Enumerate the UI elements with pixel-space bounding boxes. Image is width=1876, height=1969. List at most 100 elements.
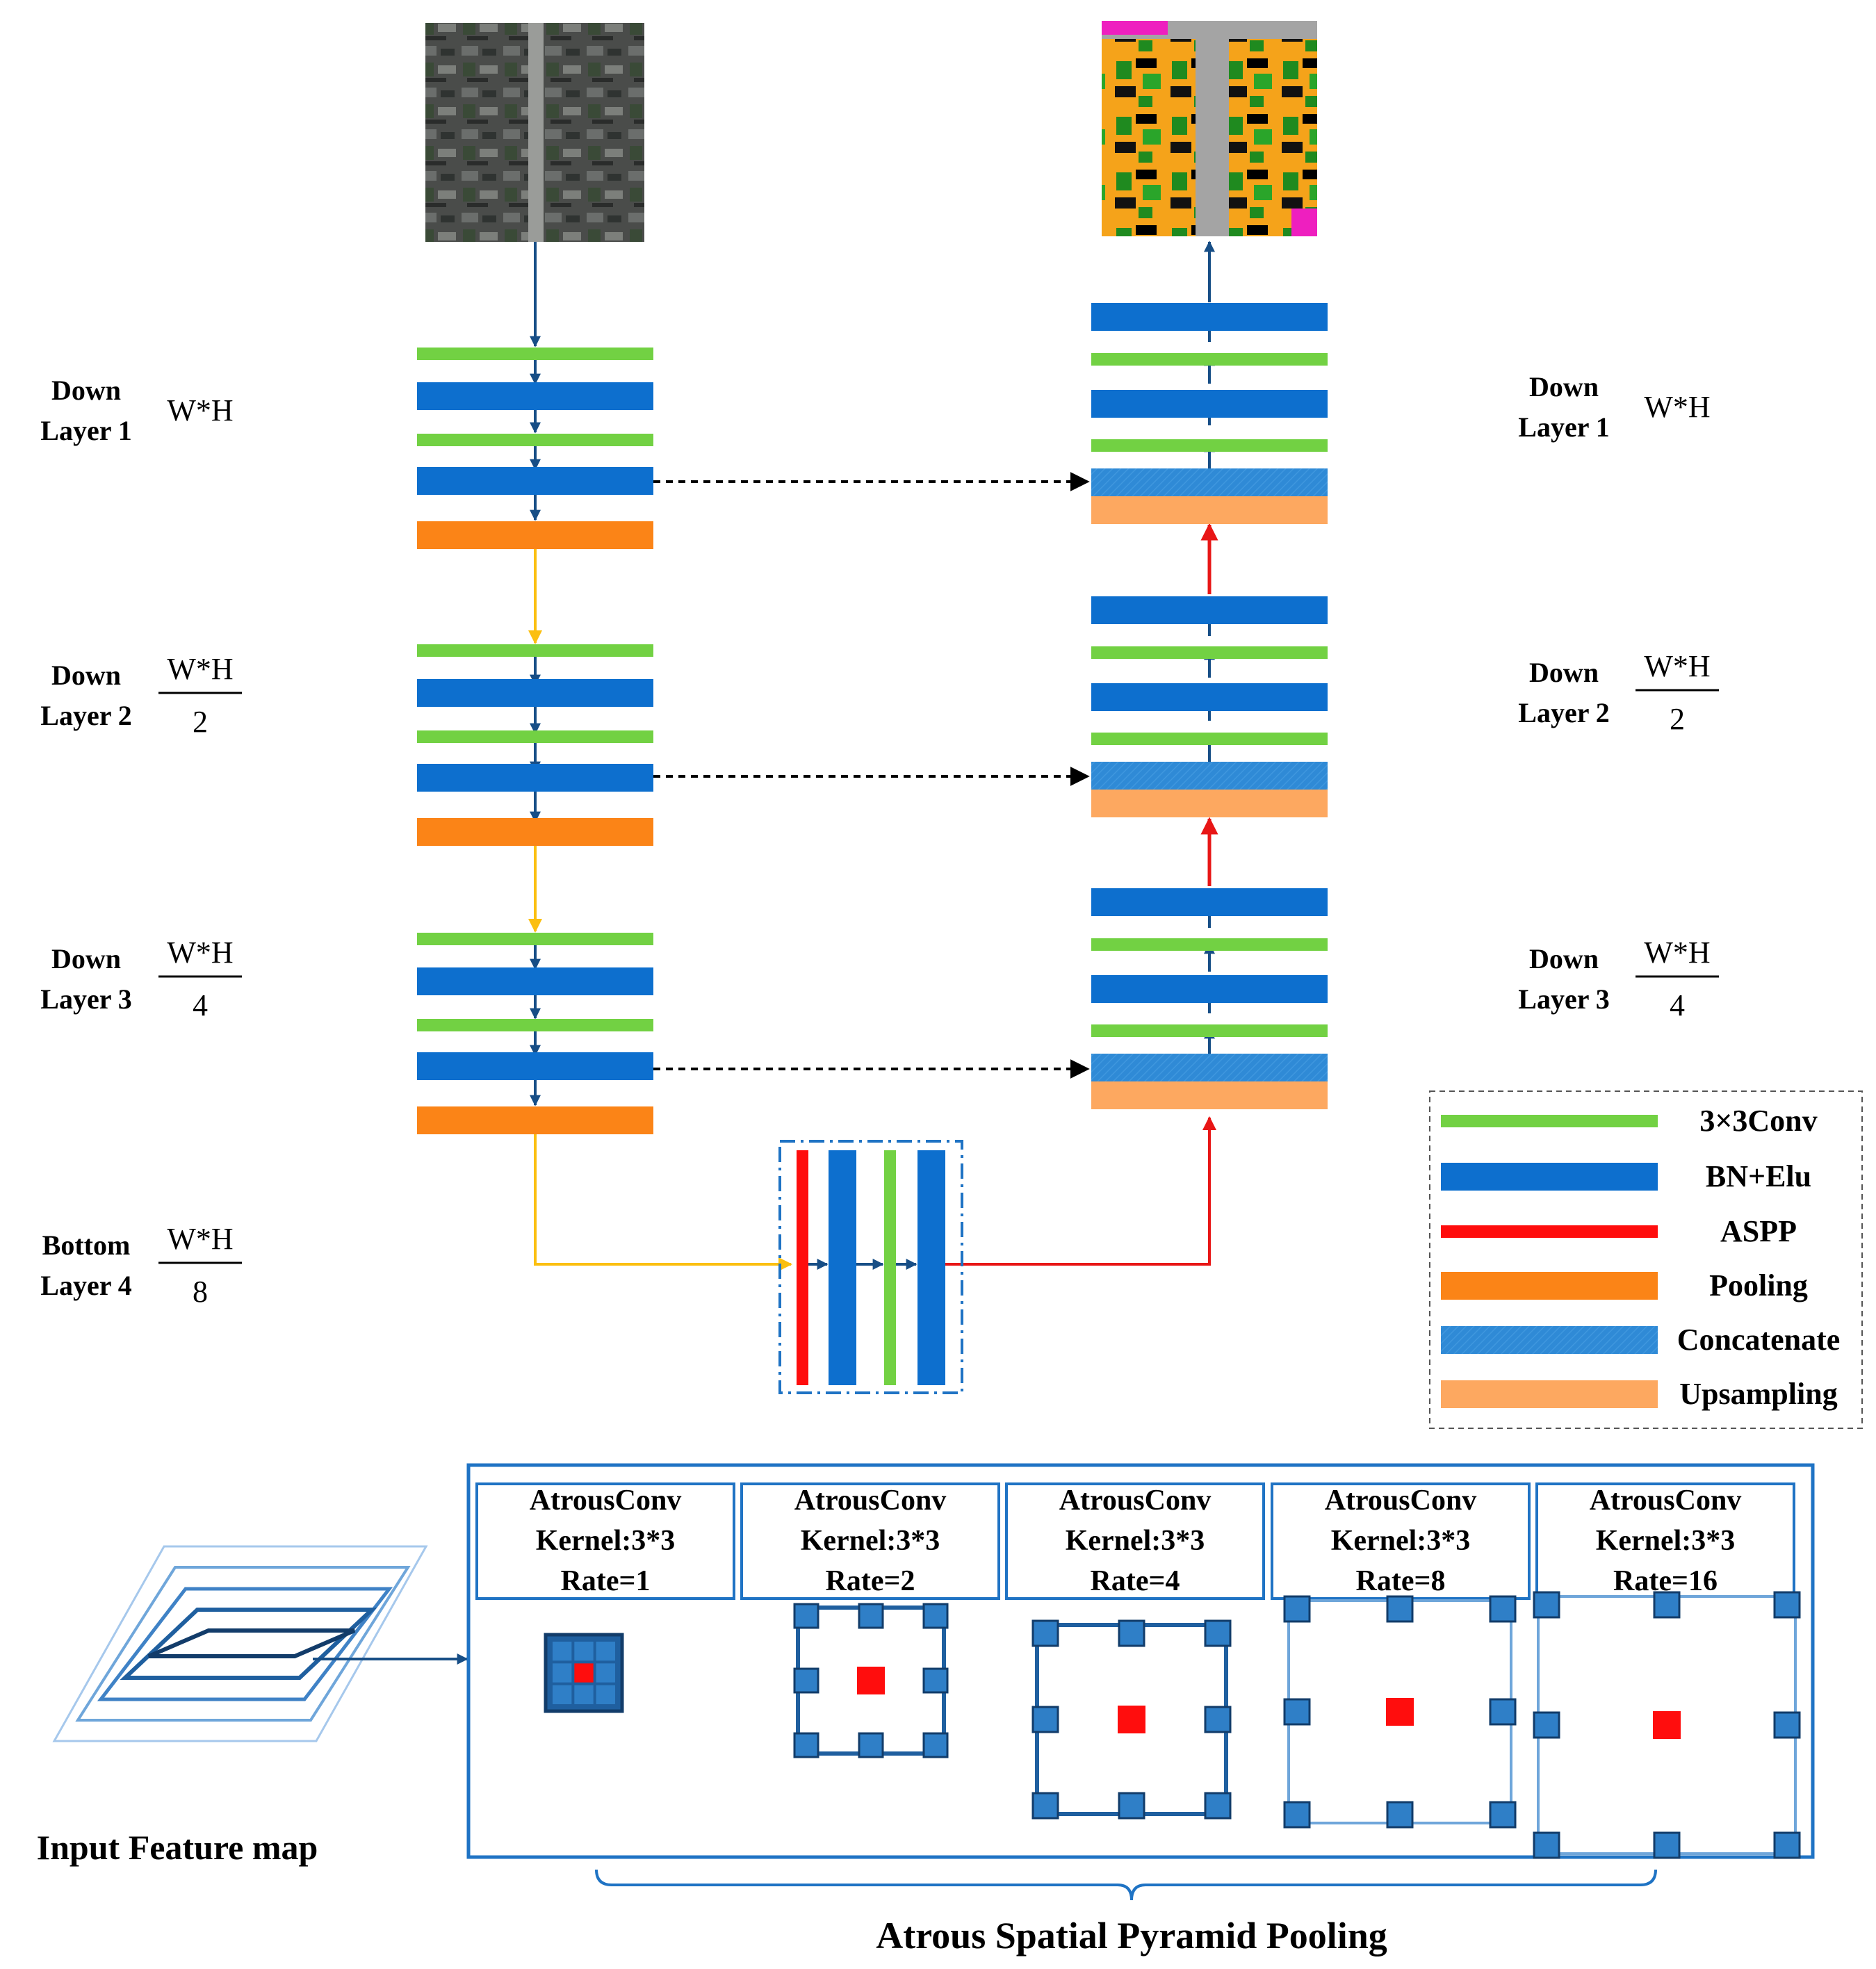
kernel-tap (553, 1663, 572, 1683)
layer-size-numerator: W*H (167, 652, 233, 686)
road-strip (528, 23, 544, 242)
clutter-patch (1291, 209, 1317, 236)
kernel-tap (793, 1732, 819, 1758)
layer-size-numerator: W*H (167, 936, 233, 970)
kernel-tap (596, 1685, 615, 1704)
feature-map-layer (52, 1545, 428, 1742)
legend-label-bn: BN+Elu (1706, 1159, 1811, 1193)
layer-size-numerator: W*H (1644, 649, 1710, 683)
atrous-conv-title: AtrousConv (1590, 1485, 1742, 1517)
kernel-tap (1204, 1706, 1232, 1733)
legend-frame (1429, 1090, 1863, 1429)
pooling-bar (417, 818, 653, 846)
conv-bar (417, 348, 653, 360)
kernel-tap (1386, 1595, 1414, 1623)
bn-elu-bar (417, 679, 653, 707)
kernel-center (857, 1667, 885, 1694)
conv-bar (417, 933, 653, 945)
bn-elu-bar (917, 1150, 945, 1385)
bn-elu-bar (1091, 888, 1328, 916)
bottom-block-frame (778, 1140, 963, 1394)
legend-label-pooling: Pooling (1709, 1268, 1808, 1302)
aspp-label: Atrous Spatial Pyramid Pooling (876, 1915, 1387, 1956)
layer-label-line2: Layer 4 (40, 1270, 131, 1301)
pooling-bar (417, 1106, 653, 1134)
legend-swatch-aspp (1441, 1225, 1658, 1238)
kernel-center (1118, 1706, 1145, 1733)
atrous-conv-cell (1271, 1482, 1531, 1600)
atrous-conv-rate: Rate=2 (826, 1565, 915, 1597)
kernel-tap (1118, 1792, 1145, 1820)
kernel-tap (793, 1603, 819, 1629)
kernel-tap (1533, 1591, 1560, 1619)
kernel-tap (1653, 1831, 1681, 1859)
conv-bar (1091, 938, 1328, 951)
bn-elu-bar (417, 467, 653, 495)
kernel-tap (1283, 1595, 1311, 1623)
legend-swatch-concat (1441, 1326, 1658, 1354)
atrous-conv-cell (1005, 1482, 1265, 1600)
upsampling-bar (1091, 790, 1328, 817)
atrous-conv-rate: Rate=1 (561, 1565, 651, 1597)
atrous-conv-kernel: Kernel:3*3 (536, 1525, 676, 1557)
bn-elu-bar (1091, 683, 1328, 711)
atrous-conv-kernel: Kernel:3*3 (1331, 1525, 1471, 1557)
atrous-conv-title: AtrousConv (794, 1485, 947, 1517)
legend-swatch-upsampling (1441, 1380, 1658, 1408)
kernel-center (1653, 1711, 1681, 1739)
kernel-tap (1773, 1831, 1801, 1859)
kernel-center (1386, 1698, 1414, 1726)
conv-bar (1091, 646, 1328, 659)
layer-label-line1: Down (1529, 657, 1599, 688)
kernel-tap (793, 1667, 819, 1694)
layer-size: W*H (167, 393, 233, 427)
atrous-conv-kernel: Kernel:3*3 (1596, 1525, 1736, 1557)
kernel-tap (1118, 1619, 1145, 1647)
conv-bar (1091, 439, 1328, 452)
conv-bar (417, 730, 653, 743)
kernel-tap (1031, 1619, 1059, 1647)
bn-elu-bar (1091, 390, 1328, 418)
bn-elu-bar (417, 967, 653, 995)
layer-label-line1: Down (51, 375, 121, 406)
to-bottom-arrow (534, 1129, 792, 1271)
kernel-tap (1773, 1711, 1801, 1739)
conv-bar (1091, 733, 1328, 745)
layer-size: W*H (1644, 390, 1710, 424)
atrous-conv-title: AtrousConv (1325, 1485, 1477, 1517)
bn-elu-bar (417, 764, 653, 792)
bn-elu-bar (1091, 596, 1328, 624)
upsampling-bar (1091, 1081, 1328, 1109)
kernel-tap (553, 1642, 572, 1661)
legend-label-concat: Concatenate (1677, 1323, 1841, 1357)
atrous-conv-cell (740, 1482, 1000, 1600)
conv-bar (417, 434, 653, 446)
kernel-tap (1031, 1706, 1059, 1733)
kernel-tap (1283, 1698, 1311, 1726)
kernel-tap (858, 1603, 884, 1629)
bn-elu-bar (1091, 303, 1328, 331)
kernel-tap (596, 1642, 615, 1661)
concatenate-bar (1091, 468, 1328, 496)
kernel-tap (922, 1603, 949, 1629)
feature-map-layer (75, 1566, 411, 1722)
aspp-panel-frame (466, 1463, 1815, 1859)
pooling-bar (417, 521, 653, 549)
bn-elu-bar (829, 1150, 856, 1385)
legend-label-conv: 3×3Conv (1699, 1104, 1817, 1138)
clutter-patch (1102, 21, 1168, 35)
kernel-tap (574, 1642, 594, 1661)
atrous-conv-rate: Rate=8 (1356, 1565, 1446, 1597)
layer-label-line2: Layer 2 (1518, 697, 1609, 728)
concatenate-bar (1091, 1054, 1328, 1081)
kernel-tap (1489, 1801, 1517, 1829)
kernel-tap (1031, 1792, 1059, 1820)
kernel-tap (1533, 1711, 1560, 1739)
layer-size-denominator: 4 (193, 988, 208, 1022)
aspp-bar (797, 1150, 808, 1385)
kernel-tap (1386, 1801, 1414, 1829)
layer-size-numerator: W*H (1644, 936, 1710, 970)
bn-elu-bar (417, 1052, 653, 1080)
layer-label-line2: Layer 2 (40, 700, 131, 731)
layer-label-line2: Layer 3 (40, 983, 131, 1015)
